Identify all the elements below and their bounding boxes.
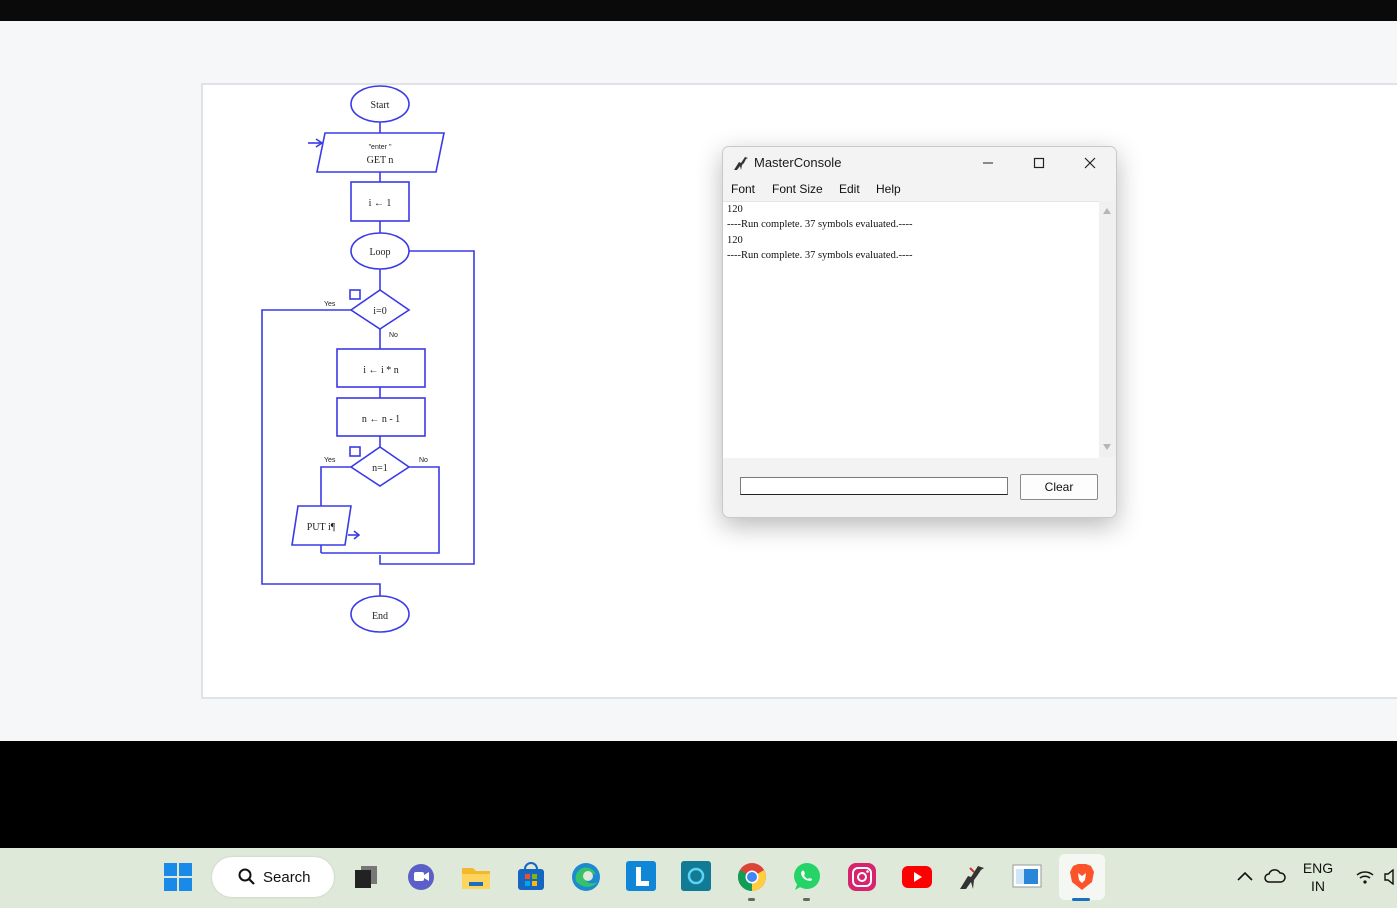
console-titlebar[interactable]: MasterConsole <box>723 147 1116 179</box>
cond2-yes-label: Yes <box>324 457 336 464</box>
init-label: i ← 1 <box>369 198 392 209</box>
l-app-icon[interactable] <box>626 861 656 891</box>
cond2-no-label: No <box>419 457 428 464</box>
assign1-node[interactable] <box>336 348 426 388</box>
cond1-no-label: No <box>389 332 398 339</box>
input-node[interactable] <box>316 132 445 173</box>
search-icon <box>238 868 255 885</box>
collapse-icon[interactable] <box>349 446 361 457</box>
minimize-icon <box>983 162 993 164</box>
screen-bottom-band <box>0 741 1397 848</box>
close-icon <box>1084 157 1096 169</box>
start-label: Start <box>371 100 390 111</box>
language-line1: ENG <box>1302 860 1334 876</box>
close-button[interactable] <box>1067 147 1113 179</box>
output-line: ----Run complete. 37 symbols evaluated.-… <box>727 219 913 230</box>
output-line: 120 <box>727 235 743 246</box>
active-app-indicator <box>1072 898 1090 901</box>
output-node[interactable] <box>291 505 352 546</box>
scroll-down-icon[interactable] <box>1103 444 1111 450</box>
instagram-icon[interactable] <box>846 861 878 893</box>
youtube-icon[interactable] <box>901 861 933 893</box>
end-node[interactable] <box>350 595 410 633</box>
chrome-icon[interactable] <box>736 861 768 893</box>
whatsapp-icon[interactable] <box>791 861 823 893</box>
assign2-label: n ← n - 1 <box>362 414 400 425</box>
file-explorer-icon[interactable] <box>460 861 492 893</box>
input-get-label: GET n <box>367 155 394 166</box>
input-prompt-label: "enter " <box>369 144 392 151</box>
taskbar: Search <box>0 848 1397 908</box>
teams-chat-icon[interactable] <box>405 861 437 893</box>
taskbar-search[interactable]: Search <box>212 857 334 897</box>
chevron-up-icon[interactable] <box>1236 870 1254 882</box>
master-console-window[interactable]: MasterConsole Font Font Size Edit Help 1… <box>722 146 1117 518</box>
console-title: MasterConsole <box>754 155 842 170</box>
language-line2: IN <box>1311 878 1325 894</box>
cortana-icon[interactable] <box>681 861 711 891</box>
window-app-icon[interactable] <box>1011 861 1043 893</box>
output-line: 120 <box>727 204 743 215</box>
flowchart-diagram: Start "enter " GET n i ← 1 Loop i=0 Yes … <box>261 85 475 633</box>
command-input[interactable] <box>740 477 1008 495</box>
wifi-icon[interactable] <box>1355 869 1375 885</box>
running-indicator <box>803 898 810 901</box>
top-bar <box>0 0 1397 21</box>
collapse-icon[interactable] <box>349 289 361 300</box>
dinosaur-icon <box>734 157 748 170</box>
output-scrollbar[interactable] <box>1099 201 1116 457</box>
microsoft-store-icon[interactable] <box>515 861 547 893</box>
task-view-icon[interactable] <box>350 861 382 893</box>
cond1-yes-label: Yes <box>324 301 336 308</box>
end-label: End <box>372 611 388 622</box>
cond1-label: i=0 <box>373 306 386 317</box>
loop-label: Loop <box>369 247 390 258</box>
running-indicator <box>748 898 755 901</box>
search-label: Search <box>263 869 311 886</box>
assign1-label: i ← i * n <box>363 365 399 376</box>
console-output[interactable]: 120 ----Run complete. 37 symbols evaluat… <box>723 201 1099 458</box>
minimize-button[interactable] <box>965 147 1011 179</box>
menu-font[interactable]: Font <box>731 182 756 196</box>
output-line: ----Run complete. 37 symbols evaluated.-… <box>727 250 913 261</box>
onedrive-cloud-icon[interactable] <box>1264 868 1286 884</box>
volume-icon[interactable] <box>1384 869 1397 885</box>
cond2-label: n=1 <box>372 463 388 474</box>
raptor-icon[interactable] <box>956 861 988 893</box>
maximize-icon <box>1033 157 1045 169</box>
language-indicator[interactable]: ENG IN <box>1298 860 1338 894</box>
output-label: PUT i¶ <box>307 522 336 533</box>
edge-icon[interactable] <box>570 861 602 893</box>
menu-edit[interactable]: Edit <box>839 182 860 196</box>
assign2-node[interactable] <box>336 397 426 437</box>
clear-button[interactable]: Clear <box>1020 474 1098 500</box>
console-menubar: Font Font Size Edit Help <box>723 179 1116 201</box>
menu-font-size[interactable]: Font Size <box>772 182 823 196</box>
decision-n-one[interactable] <box>349 446 411 487</box>
menu-help[interactable]: Help <box>876 182 901 196</box>
brave-icon[interactable] <box>1059 854 1105 900</box>
maximize-button[interactable] <box>1016 147 1062 179</box>
windows-start-icon[interactable] <box>162 861 194 893</box>
scroll-up-icon[interactable] <box>1103 208 1111 214</box>
